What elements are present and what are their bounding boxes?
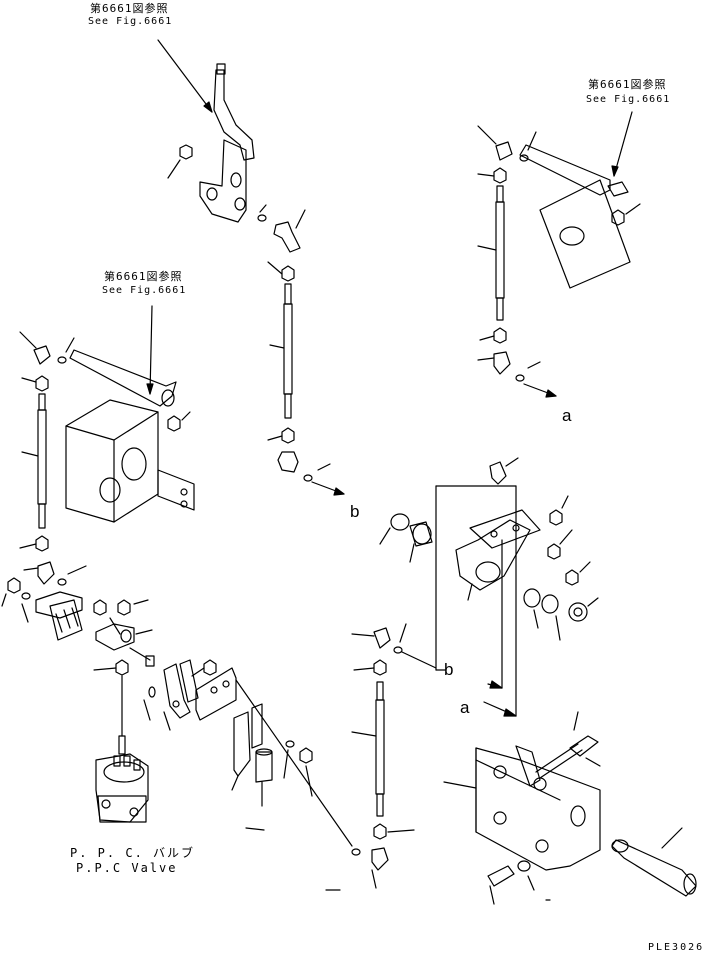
reference-leader-line [157, 39, 213, 113]
pivot-plate [469, 509, 541, 549]
nut [167, 415, 181, 432]
top-right-assembly [477, 111, 641, 398]
arm [519, 144, 611, 196]
bottom-center-linkage [143, 659, 353, 847]
lever-plate [163, 663, 191, 719]
connection-label-a: a [460, 698, 470, 717]
ppc-valve-body [95, 753, 149, 823]
mount-plate [475, 747, 601, 871]
ball-joint [277, 451, 299, 473]
housing-block [65, 399, 159, 523]
connection-label-a: a [562, 406, 572, 425]
link-plate [233, 711, 251, 777]
ball-joint [33, 345, 51, 365]
reference-label-jp: 第6661図参照 [588, 78, 667, 91]
connection-label-b: b [444, 660, 454, 679]
nut [281, 427, 295, 444]
nut [179, 144, 193, 160]
bottom-right-assembly [443, 711, 697, 905]
reference-label-jp: 第6661図参照 [104, 270, 183, 283]
ppc-valve-label-jp: P. P. C. バルブ [70, 846, 196, 860]
plate [157, 469, 195, 511]
pin-shaft [611, 839, 697, 897]
center-rod-assembly [267, 261, 345, 496]
nut [493, 167, 507, 184]
coupler [95, 623, 135, 651]
nut [35, 375, 49, 392]
ball-joint [495, 141, 513, 161]
washer [303, 474, 313, 482]
bushing [390, 513, 410, 531]
reference-label-en: See Fig.6661 [88, 16, 173, 27]
reference-label-en: See Fig.6661 [586, 94, 671, 105]
arm [69, 349, 177, 407]
ppc-valve-label-en: P.P.C Valve [76, 861, 178, 875]
bolt [487, 865, 515, 887]
left-block-assembly [19, 305, 195, 586]
bracket-plate [195, 667, 237, 721]
right-middle-assembly [379, 457, 599, 717]
lower-left-linkage [1, 577, 155, 823]
lever-bracket [199, 139, 247, 223]
thread [284, 283, 292, 305]
bracket [49, 599, 83, 641]
bore [121, 447, 147, 481]
top-lever-assembly [157, 39, 306, 253]
rod [375, 699, 385, 795]
thread [284, 393, 292, 419]
washer [257, 214, 267, 222]
pivot-tube [455, 519, 531, 591]
connection-label-b: b [350, 502, 360, 521]
reference-label-en: See Fig.6661 [102, 285, 187, 296]
rod [283, 303, 293, 395]
drawing-code: PLE3026 [648, 942, 705, 953]
tube-bore [559, 226, 585, 246]
shaft [35, 591, 83, 619]
nut [493, 327, 507, 344]
lever-rod [213, 69, 255, 161]
nut [611, 209, 625, 226]
lower-center-rod [325, 623, 437, 891]
bushing [412, 523, 432, 545]
nut [281, 265, 295, 282]
rod [37, 409, 47, 505]
connector-line [235, 679, 353, 847]
pin [255, 751, 273, 783]
reference-label-jp: 第6661図参照 [90, 2, 169, 15]
nut [35, 535, 49, 552]
ball-joint [273, 221, 301, 253]
rod [495, 201, 505, 299]
tube [539, 179, 631, 289]
